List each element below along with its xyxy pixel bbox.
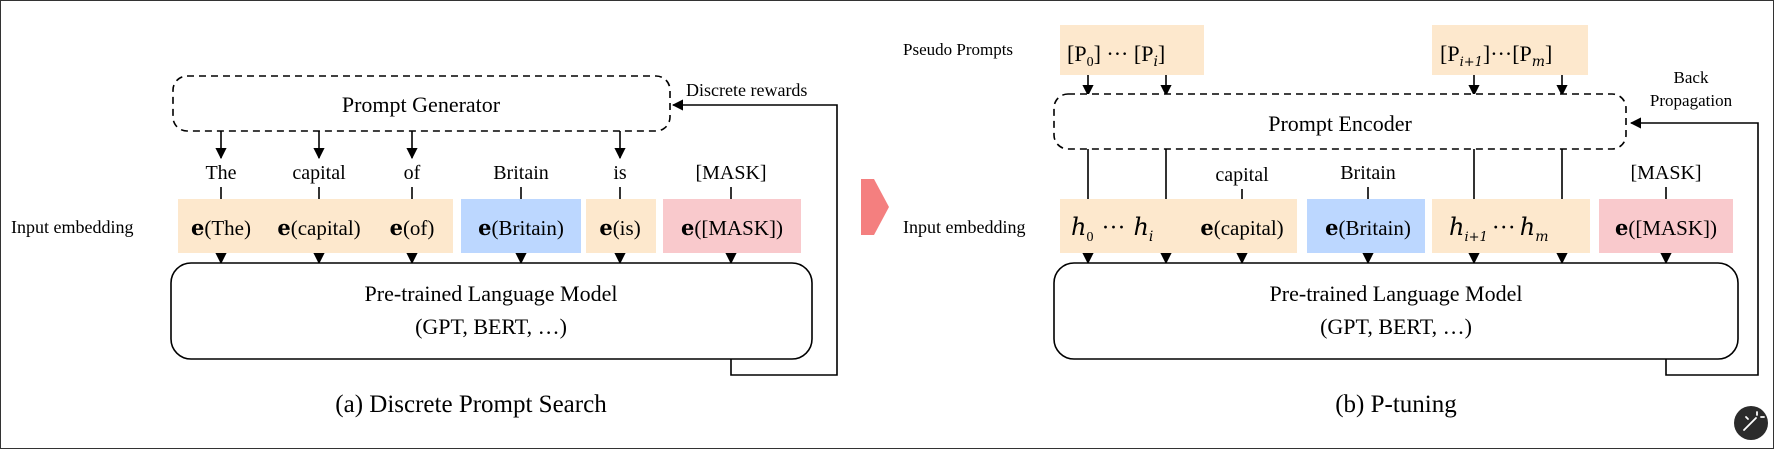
embedding-block-britain-right	[1307, 199, 1425, 253]
token-capital: capital	[292, 162, 346, 184]
language-model-box-left	[170, 262, 813, 360]
prompt-encoder-box	[1053, 93, 1627, 150]
embedding-block-prompt-second	[1432, 199, 1590, 253]
pseudo-prompt-box-first	[1060, 25, 1204, 75]
discrete-rewards-loop-arrow	[671, 99, 838, 376]
embedding-block-is	[586, 199, 656, 253]
embedding-block-mask-right	[1599, 199, 1733, 253]
right-arrow-icon	[861, 179, 889, 235]
embedding-mask-right: e([MASK])	[1615, 215, 1717, 240]
caption-p-tuning: (b) P-tuning	[1335, 391, 1457, 418]
pseudo-prompt-box-second	[1432, 25, 1588, 75]
magic-wand-icon	[1743, 411, 1765, 431]
token-capital-right: capital	[1215, 164, 1269, 186]
token-mask: [MASK]	[695, 162, 766, 184]
panel-p-tuning: Pseudo Prompts [P0] ··· [Pi] [Pi+1]···[P…	[903, 25, 1759, 418]
caption-discrete-prompt-search: (a) Discrete Prompt Search	[335, 391, 607, 418]
embedding-the: e(The)	[191, 215, 251, 240]
input-embedding-label-left: Input embedding	[11, 217, 133, 237]
embedding-block-mask	[663, 199, 801, 253]
magic-wand-button[interactable]	[1734, 406, 1768, 440]
pseudo-prompt-first: [P0] ··· [Pi]	[1067, 41, 1165, 70]
embedding-mask: e([MASK])	[681, 215, 783, 240]
language-model-title-right: Pre-trained Language Model	[1270, 281, 1523, 306]
token-is: is	[613, 162, 627, 184]
embedding-hi1-to-hm: hi+1···hm	[1449, 213, 1549, 245]
back-propagation-loop-arrow	[1629, 117, 1759, 376]
discrete-rewards-label: Discrete rewards	[686, 80, 807, 100]
panel-discrete-prompt-search: Prompt Generator Discrete rewards The ca…	[11, 75, 838, 418]
prompt-encoder-label: Prompt Encoder	[1268, 111, 1412, 136]
embedding-britain-right: e(Britain)	[1325, 215, 1411, 240]
embedding-of: e(of)	[390, 215, 435, 240]
pseudo-prompts-label: Pseudo Prompts	[903, 40, 1013, 59]
embedding-h0-to-hi: h0···hi	[1071, 213, 1153, 245]
language-model-title-left: Pre-trained Language Model	[365, 281, 618, 306]
embedding-capital: e(capital)	[277, 215, 360, 240]
token-the: The	[205, 162, 236, 184]
back-propagation-line1: Back	[1674, 68, 1709, 87]
back-propagation-line2: Propagation	[1650, 91, 1733, 110]
token-mask-right: [MASK]	[1630, 162, 1701, 184]
embedding-block-orange	[178, 199, 453, 253]
embedding-block-britain	[461, 199, 581, 253]
prompt-generator-label: Prompt Generator	[342, 92, 501, 117]
token-of: of	[404, 162, 421, 184]
language-model-subtitle-left: (GPT, BERT, …)	[415, 314, 567, 339]
language-model-subtitle-right: (GPT, BERT, …)	[1320, 314, 1472, 339]
pseudo-prompt-second: [Pi+1]···[Pm]	[1440, 41, 1552, 70]
token-britain-right: Britain	[1340, 162, 1396, 184]
input-embedding-label-right: Input embedding	[903, 217, 1025, 237]
token-britain: Britain	[493, 162, 549, 184]
language-model-box-right	[1053, 262, 1739, 360]
prompt-generator-box	[172, 75, 671, 132]
embedding-capital-right: e(capital)	[1200, 215, 1283, 240]
embedding-block-prompt-first	[1060, 199, 1297, 253]
embedding-britain: e(Britain)	[478, 215, 564, 240]
embedding-is: e(is)	[599, 215, 640, 240]
